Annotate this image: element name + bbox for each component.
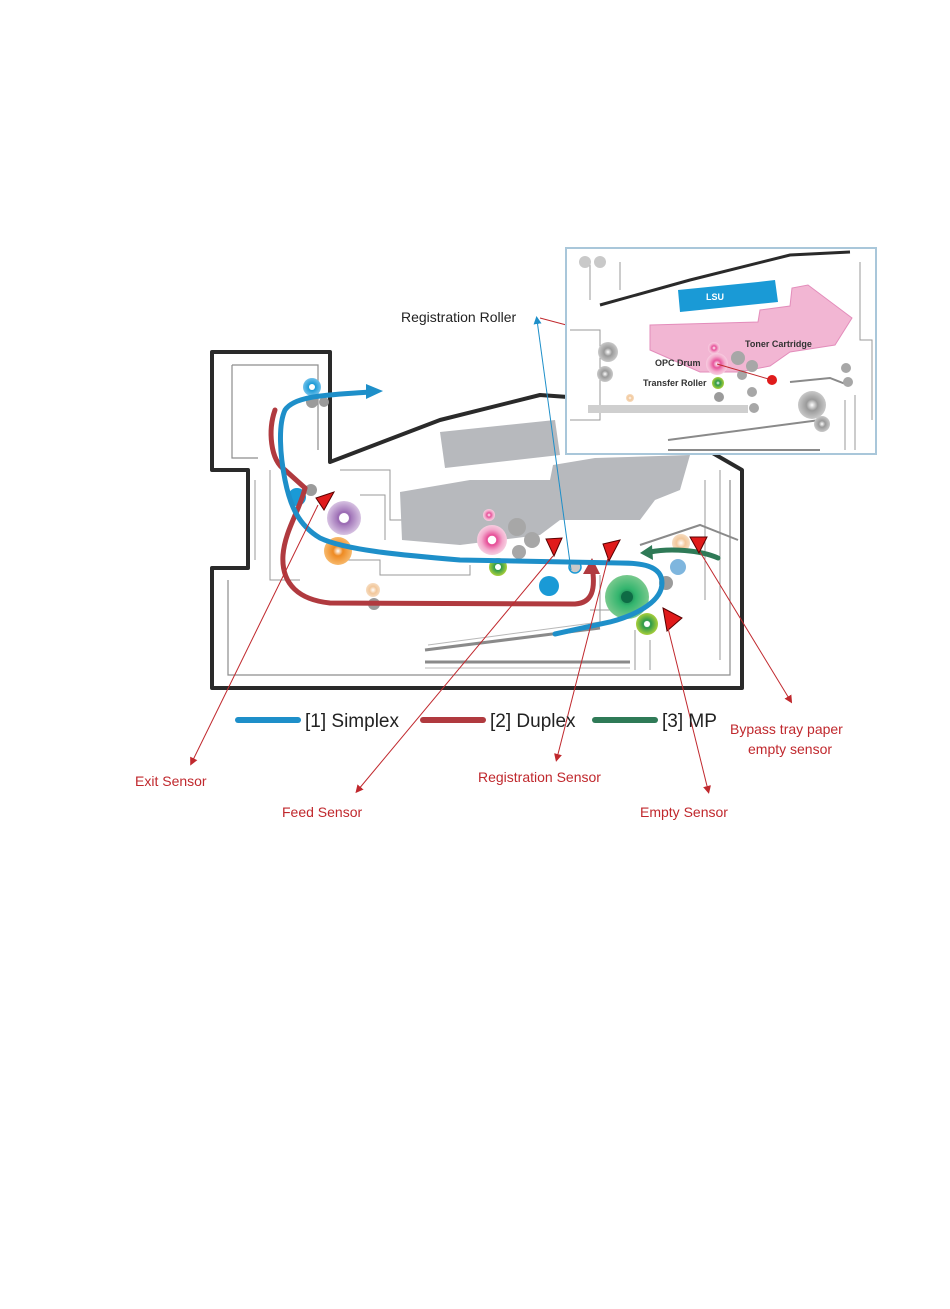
inset-label-lsu: LSU — [706, 292, 724, 302]
label-registration-sensor: Registration Sensor — [478, 769, 601, 785]
legend: [1] Simplex [2] Duplex [3] MP — [238, 711, 717, 732]
inset-label-toner-cartridge: Toner Cartridge — [745, 339, 812, 349]
label-bypass-sensor-line2: empty sensor — [748, 741, 832, 757]
label-feed-sensor: Feed Sensor — [282, 804, 362, 820]
inset-transfer-roller — [712, 377, 724, 389]
registration-roller — [539, 576, 559, 596]
inset-label-transfer-roller: Transfer Roller — [643, 378, 707, 388]
legend-label-duplex: [2] Duplex — [490, 711, 576, 732]
inset-label-opc-drum: OPC Drum — [655, 358, 701, 368]
label-exit-sensor: Exit Sensor — [135, 773, 207, 789]
legend-label-mp: [3] MP — [662, 711, 717, 732]
inset-detail: LSU Toner Cartridge OPC Drum Transfer Ro… — [566, 248, 876, 454]
legend-label-simplex: [1] Simplex — [305, 711, 399, 732]
label-registration-roller: Registration Roller — [401, 309, 516, 325]
label-bypass-sensor-line1: Bypass tray paper — [730, 721, 843, 737]
label-empty-sensor: Empty Sensor — [640, 804, 728, 820]
